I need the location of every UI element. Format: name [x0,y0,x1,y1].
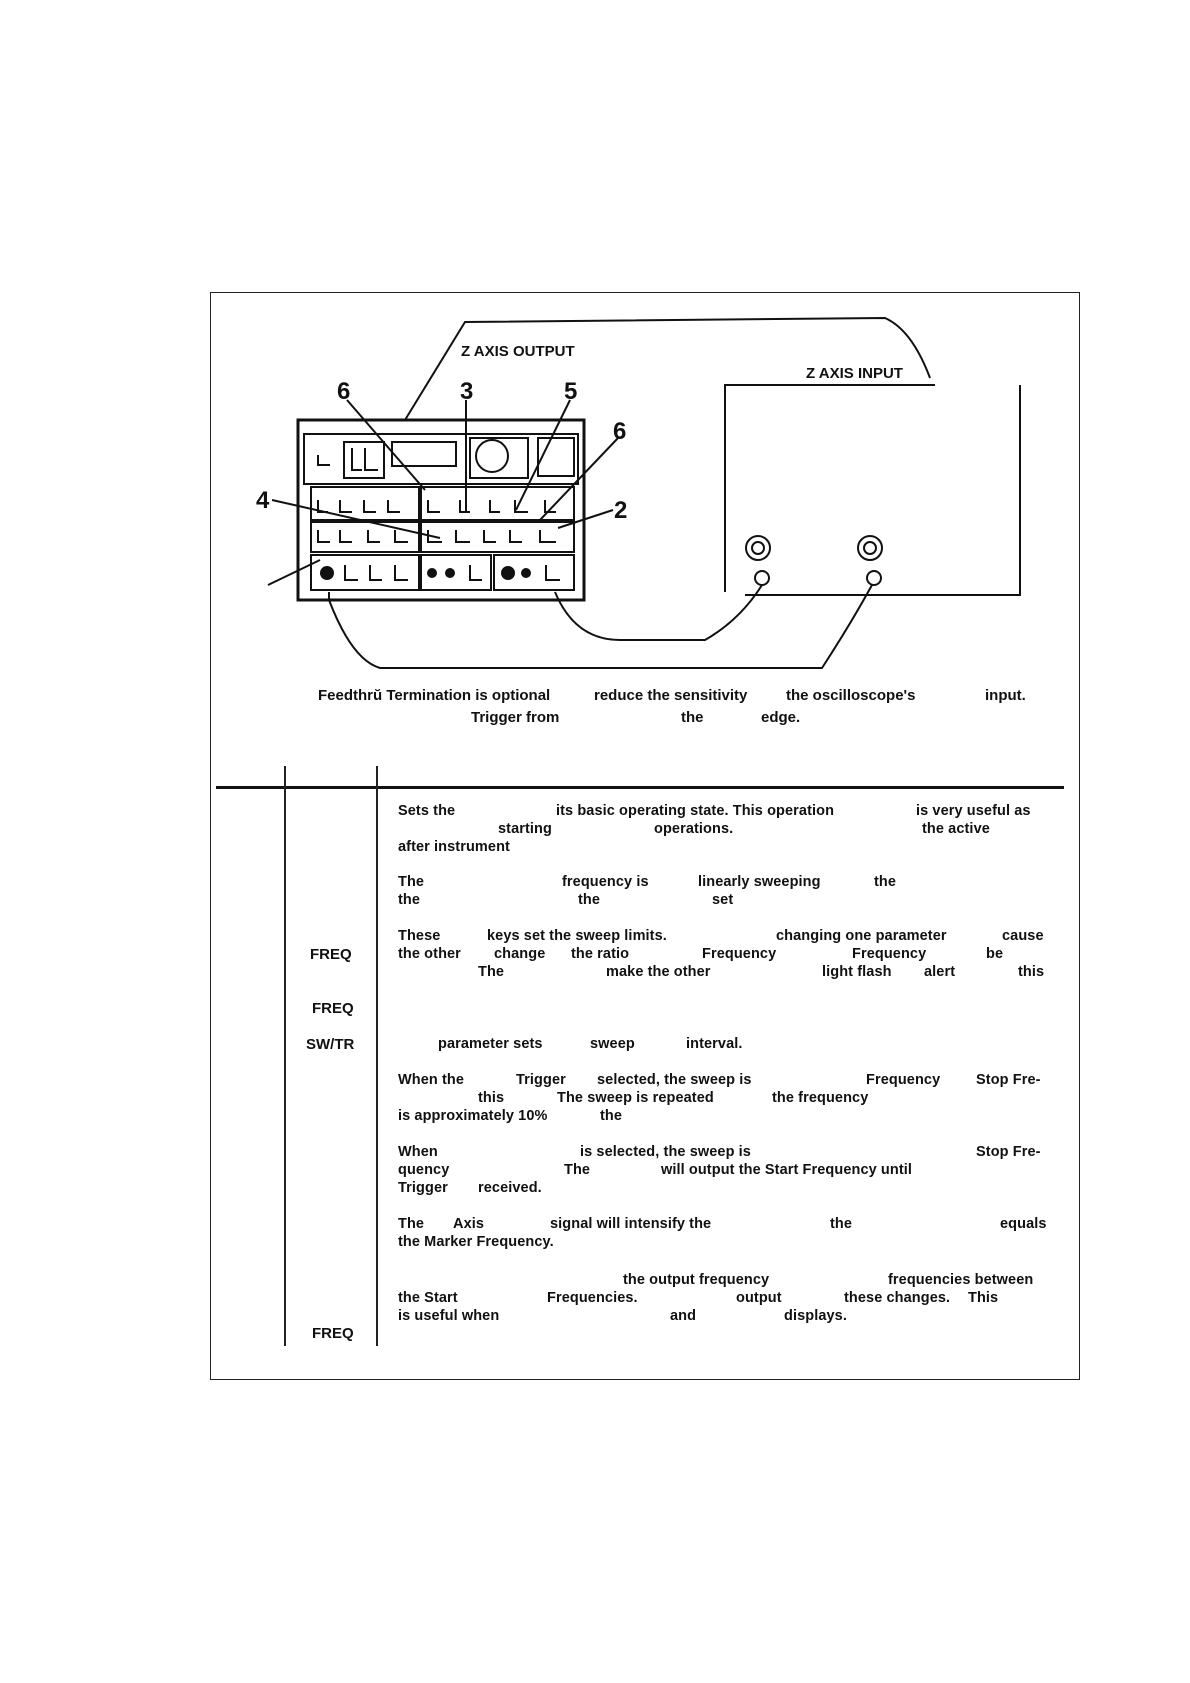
key-sw-tr: SW/TR [306,1036,355,1053]
text-fragment: the active [922,821,990,837]
text-fragment: Frequencies. [547,1290,638,1306]
text-fragment: The [478,964,505,980]
text-fragment: When [398,1144,438,1160]
text-fragment: parameter sets [438,1036,543,1052]
text-fragment: The [564,1162,591,1178]
sweeper-front-panel [296,418,586,602]
text-fragment: frequencies between [888,1272,1034,1288]
text-fragment: operations. [654,821,734,837]
text-fragment: interval. [686,1036,743,1052]
text-fragment: the Start [398,1290,458,1306]
caption-fragment: edge. [761,709,801,726]
text-fragment: after instrument [398,839,510,855]
text-fragment: output [736,1290,782,1306]
text-fragment: sweep [590,1036,635,1052]
page-frame [210,292,1080,1380]
text-fragment: keys set the sweep limits. [487,928,667,944]
text-fragment: Stop Fre- [976,1144,1041,1160]
callout-3: 3 [460,378,474,405]
text-fragment: received. [478,1180,542,1196]
text-fragment: the output frequency [623,1272,770,1288]
text-fragment: is selected, the sweep is [580,1144,751,1160]
key-freq: FREQ [310,946,352,963]
text-fragment: its basic operating state. This operatio… [556,803,835,819]
callout-6-left: 6 [337,378,351,405]
text-fragment: The [398,1216,425,1232]
text-fragment: the frequency [772,1090,869,1106]
key-freq: FREQ [312,1325,354,1342]
text-fragment: the Marker Frequency. [398,1234,554,1250]
z-axis-input-label: Z AXIS INPUT [806,365,903,382]
text-fragment: the [600,1108,623,1124]
text-fragment: the [578,892,601,908]
caption-fragment: Trigger from [471,709,560,726]
column-divider [376,766,378,1346]
middle-cable [554,584,763,641]
text-fragment: will output the Start Frequency until [661,1162,913,1178]
text-fragment: Axis [453,1216,485,1232]
callout-6-right: 6 [613,418,627,445]
text-fragment: alert [924,964,956,980]
text-fragment: this [478,1090,505,1106]
text-fragment: The [398,874,425,890]
key-freq: FREQ [312,1000,354,1017]
text-fragment: linearly sweeping [698,874,821,890]
text-fragment: Frequency [702,946,777,962]
caption-fragment: input. [985,687,1026,704]
text-fragment: light flash [822,964,892,980]
caption-fragment: Feedthrŭ Termination is optional [318,687,551,704]
text-fragment: When the [398,1072,465,1088]
text-fragment: These [398,928,441,944]
text-fragment: frequency is [562,874,649,890]
text-fragment: this [1018,964,1045,980]
text-fragment: This [968,1290,999,1306]
text-fragment: displays. [784,1308,847,1324]
text-fragment: The sweep is repeated [557,1090,714,1106]
text-fragment: be [986,946,1004,962]
text-fragment: Frequency [852,946,927,962]
text-fragment: changing one parameter [776,928,947,944]
callout-5: 5 [564,378,578,405]
text-fragment: change [494,946,546,962]
text-fragment: Stop Fre- [976,1072,1041,1088]
text-fragment: the [398,892,421,908]
text-fragment: is useful when [398,1308,500,1324]
text-fragment: Trigger [516,1072,566,1088]
text-fragment: set [712,892,734,908]
caption-fragment: the [681,709,704,726]
text-fragment: Trigger [398,1180,448,1196]
text-fragment: is very useful as [916,803,1031,819]
text-fragment: the ratio [571,946,630,962]
text-fragment: quency [398,1162,450,1178]
callout-4: 4 [256,487,270,514]
text-fragment: is approximately 10% [398,1108,548,1124]
text-fragment: Frequency [866,1072,941,1088]
caption-fragment: the oscilloscope's [786,687,916,704]
z-axis-cable [404,316,931,421]
table-header-rule [216,786,1064,789]
text-fragment: selected, the sweep is [597,1072,752,1088]
text-fragment: signal will intensify the [550,1216,712,1232]
text-fragment: Sets the [398,803,456,819]
text-fragment: make the other [606,964,711,980]
text-fragment: the [874,874,897,890]
text-fragment: cause [1002,928,1044,944]
caption-fragment: reduce the sensitivity [594,687,748,704]
text-fragment: and [670,1308,697,1324]
lower-cable [328,584,873,669]
z-axis-output-label: Z AXIS OUTPUT [461,343,575,360]
text-fragment: starting [498,821,552,837]
text-fragment: the other [398,946,461,962]
text-fragment: the [830,1216,853,1232]
callout-2: 2 [614,497,628,524]
text-fragment: these changes. [844,1290,951,1306]
column-divider [284,766,286,1346]
text-fragment: equals [1000,1216,1047,1232]
